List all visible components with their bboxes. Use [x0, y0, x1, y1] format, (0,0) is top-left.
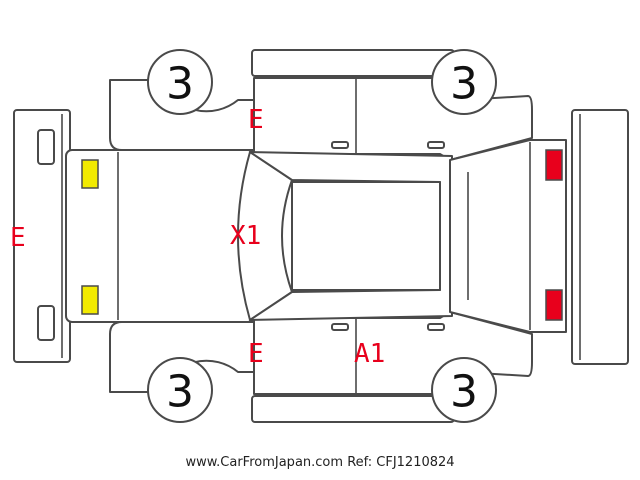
right-taillight: [545, 289, 563, 321]
tire-rear-right-rating: 3: [450, 367, 478, 418]
footer-site: www.CarFromJapan.com: [185, 455, 344, 470]
damage-label-left-front-door-top: E: [248, 105, 264, 135]
footer-watermark: www.CarFromJapan.com Ref: CFJ1210824: [0, 455, 640, 470]
left-taillight: [545, 149, 563, 181]
damage-label-front-bumper: E: [10, 223, 26, 253]
left-headlight: [81, 159, 99, 189]
damage-label-left-front-door-bottom: E: [248, 339, 264, 369]
tire-rear-left-rating: 3: [450, 59, 478, 110]
rear-bumper: [571, 109, 629, 365]
tire-rear-right: 3: [431, 357, 497, 423]
footer-ref: Ref: CFJ1210824: [347, 455, 455, 470]
right-headlight: [81, 285, 99, 315]
roof-panel-bottom: [251, 395, 455, 423]
tire-front-right: 3: [147, 357, 213, 423]
tire-front-left-rating: 3: [166, 59, 194, 110]
roof-panel-top: [251, 49, 455, 77]
tire-front-left: 3: [147, 49, 213, 115]
tire-rear-left: 3: [431, 49, 497, 115]
car-body-top-view: [65, 139, 567, 333]
tire-front-right-rating: 3: [166, 367, 194, 418]
car-condition-diagram: 3 3 3 3 E E X1 E A1: [10, 49, 629, 423]
damage-label-left-rear-door-bottom: A1: [354, 339, 385, 369]
left-side-panel: [109, 77, 533, 161]
damage-label-hood: X1: [230, 221, 261, 251]
